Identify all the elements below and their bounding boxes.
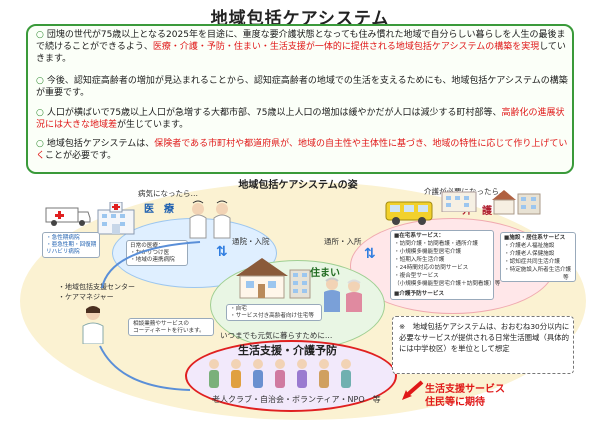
care-home-icon xyxy=(492,190,541,215)
bullet-text: 地域包括ケアシステムは、 xyxy=(46,139,155,149)
life-support-area xyxy=(185,340,397,412)
home-service-list: ■在宅系サービス： ・訪問介護・訪問看護・通所介護 ・小規模多機能型居宅介護 ・… xyxy=(390,230,500,300)
community-people-icon xyxy=(209,359,351,388)
bullet-2: ○今後、認知症高齢者の増加が見込まれることから、認知症高齢者の地域での生活を支え… xyxy=(36,75,570,99)
callout-line: 生活支援サービス xyxy=(425,384,505,395)
facility-item: ・認知症共同生活介護 xyxy=(504,259,560,265)
facility-item: ・介護老人保健施設 xyxy=(504,251,555,257)
support-item: ・地域包括支援センター xyxy=(58,283,135,291)
callout-arrow-icon xyxy=(402,380,424,400)
hospital-item: ・亜急性期・回復期 xyxy=(46,242,97,248)
bullet-text-end: が生じています。 xyxy=(117,120,189,130)
doctors-icon xyxy=(189,200,231,239)
bullet-text: 今後、認知症高齢者の増加が見込まれることから、認知症高齢者の地域での生活を支える… xyxy=(36,76,568,98)
elderly-couple-icon xyxy=(324,277,362,312)
bullet-highlight: 高齢化の進展状況には大きな地域差 xyxy=(36,108,565,130)
facility-item: ■施設・居住系サービス xyxy=(504,235,566,241)
community-callout: 生活支援サービス 住民等に期待 xyxy=(425,383,575,409)
facility-building-icon xyxy=(441,191,477,212)
care-van-icon xyxy=(385,201,433,225)
life-footer: 老人クラブ・自治会・ボランティア・NPO 等 xyxy=(212,395,381,404)
consult-text: 相談業務やサービスの xyxy=(133,321,189,327)
life-caption: いつまでも元気に暮らすために… xyxy=(220,331,333,340)
facility-item: ・介護老人福祉施設 xyxy=(504,243,555,249)
hospital-icon xyxy=(97,202,135,235)
service-item: （小規模多機能型居宅介護＋訪問看護）等 xyxy=(394,281,501,287)
care-manager-icon xyxy=(82,306,104,344)
bullet-1: ○団塊の世代が75歳以上となる2025年を目途に、重度な要介護状態となっても住み… xyxy=(36,29,570,65)
diagram-title: 地域包括ケアシステムの姿 xyxy=(238,180,358,191)
bullet-marker: ○ xyxy=(36,139,44,149)
bullet-text-end: していきます。 xyxy=(36,42,566,64)
service-item: ・訪問介護・訪問看護・通所介護 xyxy=(394,241,478,247)
house-icon xyxy=(236,258,311,299)
bullet-highlight: 医療・介護・予防・住まい・生活支援が一体的に提供される地域包括ケアシステムの構築… xyxy=(152,42,540,52)
hospital-item: リハビリ病院 xyxy=(46,249,80,255)
home-list: ・自宅 ・サービス付き高齢者向け住宅等 xyxy=(226,304,322,321)
arrow-icon: ⇅ xyxy=(216,244,228,260)
bullet-text-end: ことが必要です。 xyxy=(45,151,117,161)
arrow-icon: ⇅ xyxy=(364,246,376,262)
support-link-arrows xyxy=(99,241,201,391)
clinic-item: ・地域の連携病院 xyxy=(130,257,175,263)
facility-item: 等 xyxy=(563,275,569,281)
home-item: ・自宅 xyxy=(230,306,247,312)
home-heading: 住まい xyxy=(310,268,340,279)
facility-service-list: ■施設・居住系サービス ・介護老人福祉施設 ・介護老人保健施設 ・認知症共同生活… xyxy=(500,232,576,282)
life-heading: 生活支援・介護予防 xyxy=(238,344,337,357)
clinic-item: 日常の医療： xyxy=(130,243,164,249)
service-item: ・複合型サービス xyxy=(394,273,439,279)
medical-caption: 病気になったら… xyxy=(138,189,198,198)
summary-box: ○団塊の世代が75歳以上となる2025年を目途に、重度な要介護状態となっても住み… xyxy=(26,24,574,174)
bullet-highlight: 保険者である市町村や都道府県が、地域の自主性や主体性に基づき、地域の特性に応じて… xyxy=(36,139,568,161)
bullet-marker: ○ xyxy=(36,30,44,40)
medical-heading: 医 療 xyxy=(144,204,174,215)
bullet-3: ○人口が横ばいで75歳以上人口が急増する大都市部、75歳以上人口の増加は緩やかだ… xyxy=(36,107,570,131)
service-item: ・短期入所生活介護 xyxy=(394,257,445,263)
consult-box: 相談業務やサービスの コーディネートを行います。 xyxy=(128,318,214,336)
bullet-text: 人口が横ばいで75歳以上人口が急増する大都市部、75歳以上人口の増加は緩やかだが… xyxy=(46,108,502,118)
hospital-item: ・急性期病院 xyxy=(46,235,80,241)
bullet-text: 団塊の世代が75歳以上となる2025年を目途に、重度な要介護状態となっても住み慣… xyxy=(36,30,566,52)
service-item: ■在宅系サービス： xyxy=(394,233,445,239)
care-system-diagram: 地域包括ケアシステムの姿 病気になったら… 医 療 ・急性期病院 ・亜急性期・回… xyxy=(20,178,586,423)
ambulance-icon xyxy=(45,207,91,226)
visit-label-left: 通院・入院 xyxy=(232,237,270,246)
clinic-item: ・かかりつけ医 xyxy=(130,250,170,256)
service-item: ・小規模多機能型居宅介護 xyxy=(394,249,462,255)
facility-item: ・特定施設入所者生活介護 xyxy=(504,267,572,273)
support-item: ・ケアマネジャー xyxy=(58,293,114,301)
bullet-4: ○地域包括ケアシステムは、保険者である市町村や都道府県が、地域の自主性や主体性に… xyxy=(36,138,570,162)
visit-label-right: 通所・入所 xyxy=(324,237,362,246)
service-item: ■介護予防サービス xyxy=(394,291,445,297)
service-item: ・24時間対応の訪問サービス xyxy=(394,265,469,271)
care-heading: 介 護 xyxy=(462,206,492,217)
scope-note: ※ 地域包括ケアシステムは、おおむね30分以内に必要なサービスが提供される日常生… xyxy=(392,316,574,374)
hospital-list: ・急性期病院 ・亜急性期・回復期 リハビリ病院 xyxy=(42,232,100,258)
bullet-marker: ○ xyxy=(36,76,44,86)
consult-text: コーディネートを行います。 xyxy=(133,328,205,334)
bullet-marker: ○ xyxy=(36,108,44,118)
scope-note-text: ※ 地域包括ケアシステムは、おおむね30分以内に必要なサービスが提供される日常生… xyxy=(399,322,570,353)
home-item: ・サービス付き高齢者向け住宅等 xyxy=(230,313,314,319)
callout-line: 住民等に期待 xyxy=(425,397,485,408)
